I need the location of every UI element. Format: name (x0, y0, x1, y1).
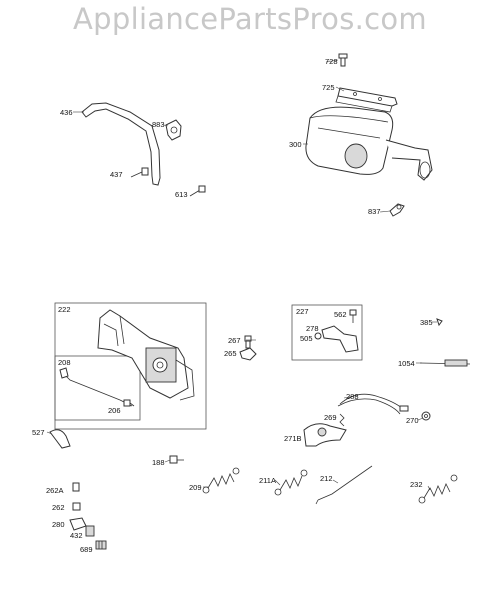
part-728-bolt[interactable] (338, 53, 348, 67)
part-527-clip[interactable] (49, 429, 71, 449)
label-262A: 262A (46, 486, 64, 495)
label-211A: 211A (259, 476, 276, 485)
part-262A-screw[interactable] (72, 482, 80, 492)
label-206: 206 (108, 406, 121, 415)
group-box-227 (291, 304, 363, 361)
leader-lines (46, 59, 437, 491)
part-270-nut[interactable] (421, 411, 431, 421)
label-728: 728 (325, 57, 338, 66)
part-280-clip[interactable] (69, 517, 87, 531)
label-432: 432 (70, 531, 83, 540)
part-232-spring[interactable] (418, 474, 458, 504)
part-206-screw[interactable] (123, 399, 135, 407)
part-837-clamp[interactable] (389, 203, 405, 217)
label-385: 385 (420, 318, 433, 327)
label-437: 437 (110, 170, 123, 179)
label-270: 270 (406, 416, 419, 425)
label-280: 280 (52, 520, 65, 529)
label-613: 613 (175, 190, 188, 199)
part-562-screw[interactable] (349, 309, 357, 323)
part-725-bracket[interactable] (335, 87, 398, 113)
part-613-screw[interactable] (189, 185, 206, 197)
label-262: 262 (52, 503, 65, 512)
part-288-cable[interactable] (337, 393, 409, 415)
label-265: 265 (224, 349, 237, 358)
part-271B-lever[interactable] (303, 423, 347, 447)
label-208: 208 (58, 358, 71, 367)
label-527: 527 (32, 428, 45, 437)
label-212: 212 (320, 474, 333, 483)
part-436-link[interactable] (81, 102, 161, 186)
part-300-muffler[interactable] (305, 106, 433, 181)
part-209-spring[interactable] (202, 467, 240, 494)
part-222-bracket-assembly[interactable] (97, 309, 195, 401)
part-188-bolt[interactable] (169, 455, 184, 464)
label-837: 837 (368, 207, 381, 216)
part-262-screw[interactable] (72, 502, 81, 511)
label-562: 562 (334, 310, 347, 319)
part-437-screw[interactable] (130, 167, 149, 178)
part-267-screw[interactable] (244, 335, 252, 349)
part-212-rod[interactable] (315, 465, 373, 505)
label-278: 278 (306, 324, 319, 333)
label-288: 288 (346, 392, 359, 401)
part-211A-spring[interactable] (274, 469, 308, 496)
label-436: 436 (60, 108, 73, 117)
group-box-208 (54, 355, 141, 421)
label-222: 222 (58, 305, 71, 314)
part-883-clip[interactable] (165, 119, 182, 141)
part-278-lever[interactable] (321, 325, 359, 353)
label-232: 232 (410, 480, 423, 489)
label-271B: 271B (284, 434, 302, 443)
label-1054: 1054 (398, 359, 415, 368)
part-385-pin[interactable] (436, 318, 443, 327)
label-883: 883 (152, 120, 165, 129)
part-269-spring[interactable] (339, 413, 345, 427)
part-208-linkage[interactable] (59, 367, 133, 407)
part-432-bushing[interactable] (85, 525, 95, 537)
label-227: 227 (296, 307, 309, 316)
watermark: AppliancePartsPros.com (73, 2, 427, 36)
label-300: 300 (289, 140, 302, 149)
label-188: 188 (152, 458, 165, 467)
part-1054-spring[interactable] (419, 359, 471, 367)
label-689: 689 (80, 545, 93, 554)
label-269: 269 (324, 413, 337, 422)
label-505: 505 (300, 334, 313, 343)
part-689-spring-nut[interactable] (95, 540, 107, 550)
label-209: 209 (189, 483, 202, 492)
part-265-clip[interactable] (239, 347, 257, 361)
label-725: 725 (322, 83, 335, 92)
part-505-nut[interactable] (314, 332, 322, 340)
label-267: 267 (228, 336, 241, 345)
